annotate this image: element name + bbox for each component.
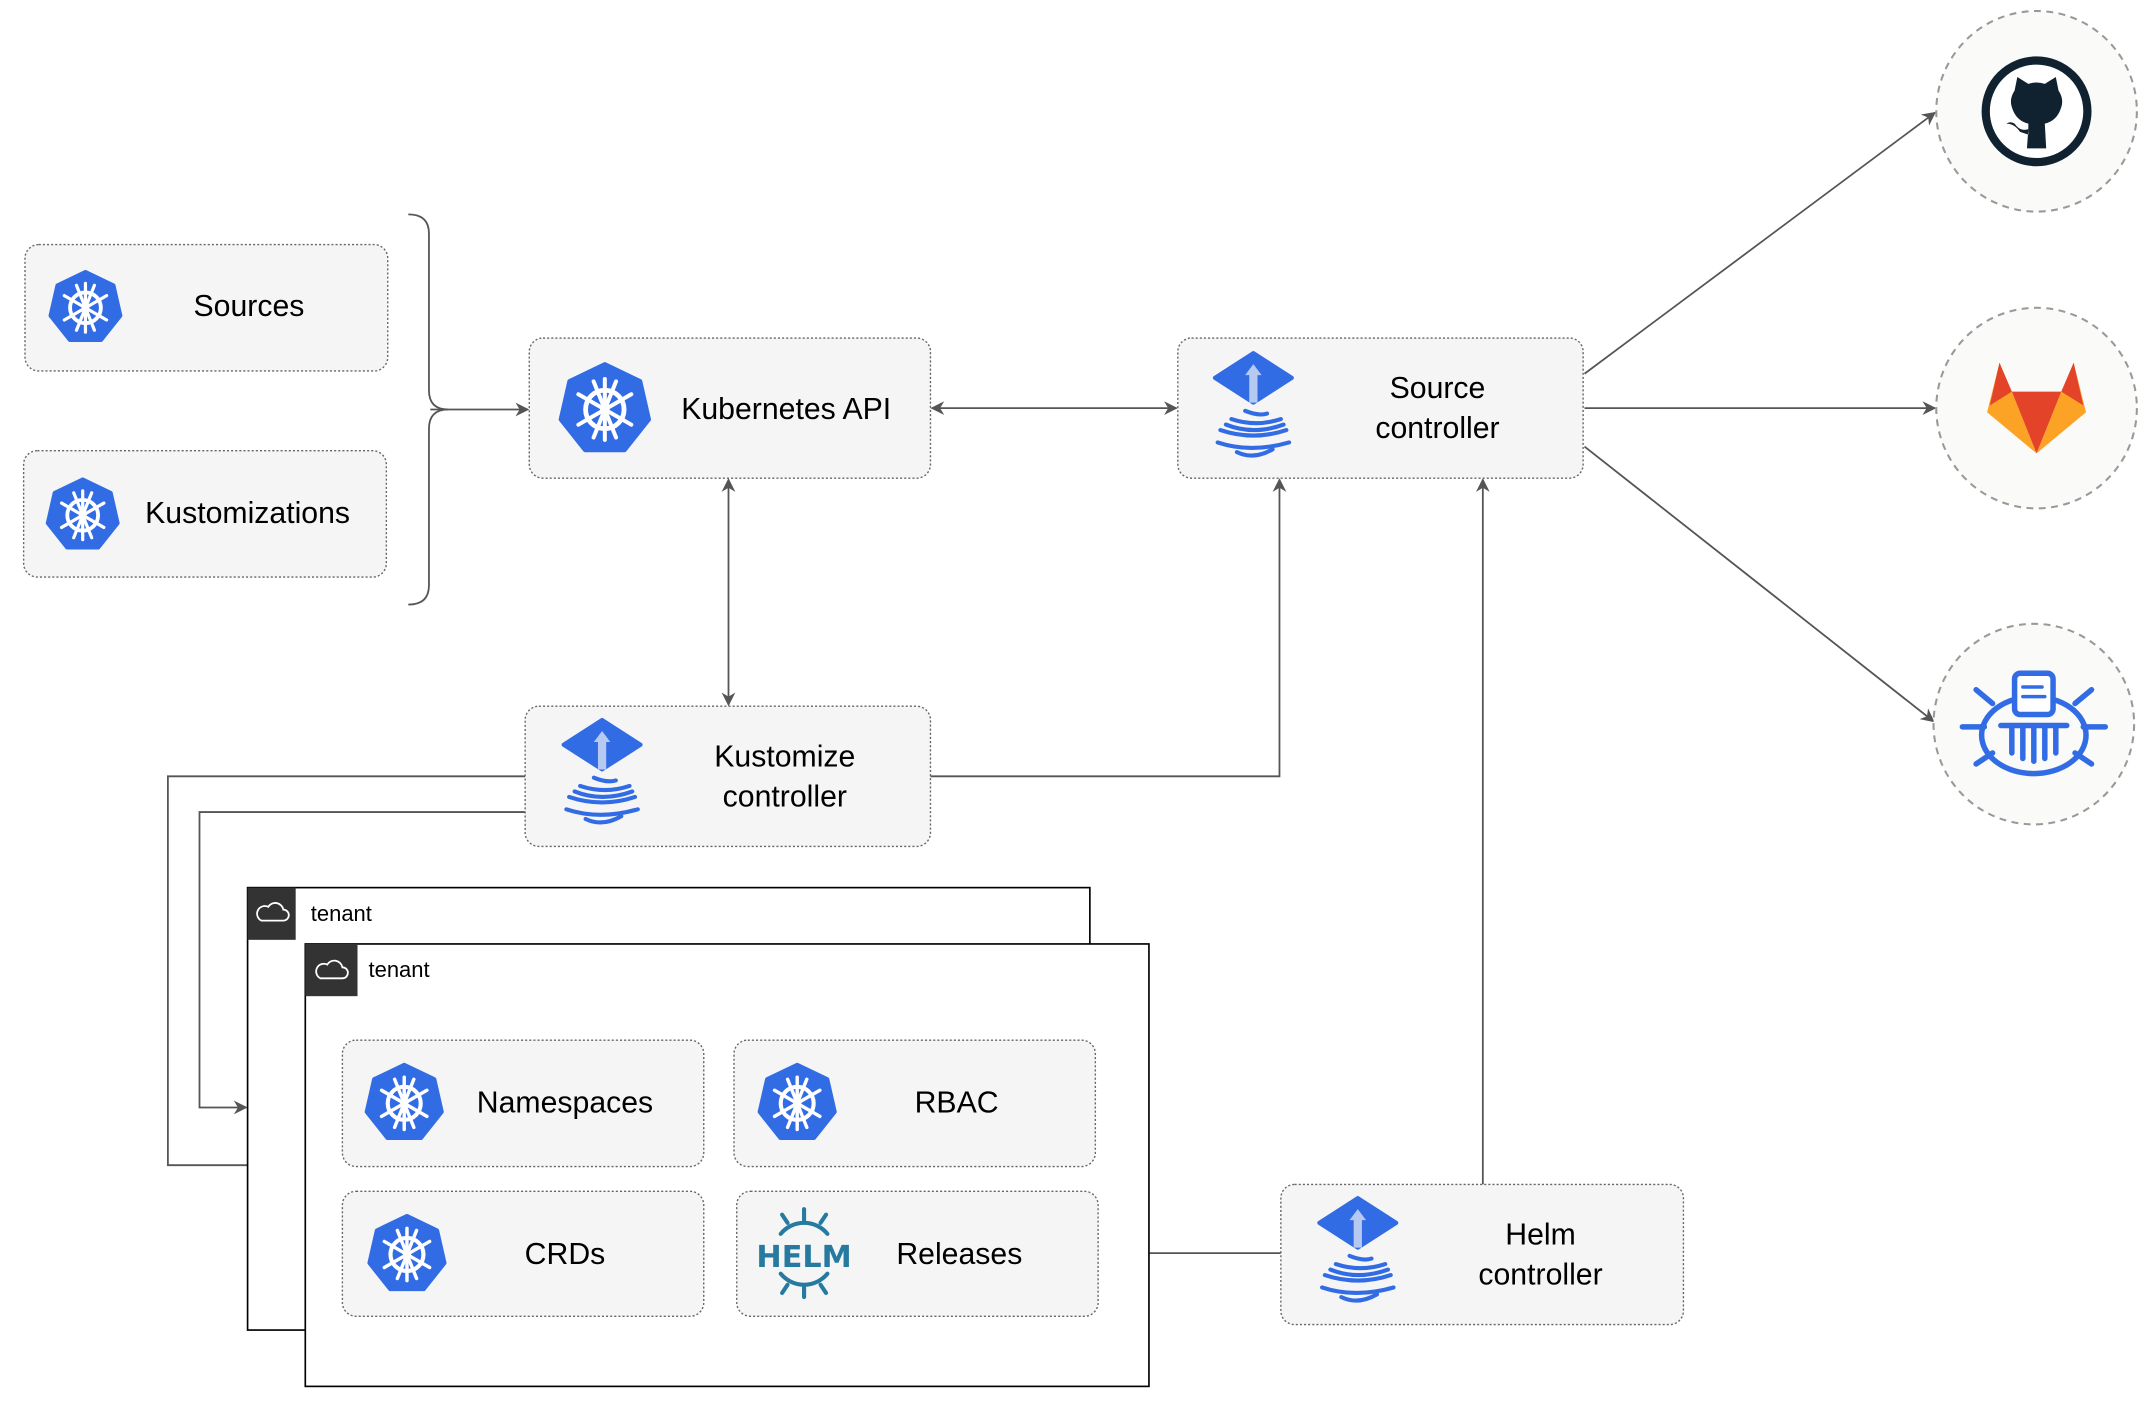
helm-controller-node[interactable]: Helm controller: [1280, 1183, 1685, 1326]
helm-controller-label-line1: Helm: [1505, 1219, 1576, 1252]
kubernetes-icon: [369, 1216, 444, 1289]
bucket-icon: [1959, 670, 2109, 777]
gitlab-icon: [1987, 362, 2087, 454]
kubernetes-icon: [45, 477, 120, 550]
namespaces-node[interactable]: Namespaces: [341, 1039, 705, 1168]
kustomizations-label: Kustomizations: [145, 497, 350, 530]
github-source[interactable]: [1935, 9, 2138, 213]
bucket-source[interactable]: [1932, 622, 2136, 826]
helm-controller-label-line2: controller: [1478, 1258, 1602, 1291]
kubernetes-icon: [367, 1065, 442, 1138]
edge-kustomize-to-tenant-front: [166, 775, 526, 1173]
rbac-node[interactable]: RBAC: [733, 1039, 1097, 1168]
sources-label: Sources: [194, 290, 305, 323]
svg-text:HELM: HELM: [756, 1240, 851, 1275]
kubernetes-api-node[interactable]: Kubernetes API: [528, 337, 932, 479]
kubernetes-icon: [561, 365, 649, 450]
kustomize-controller-label-line1: Kustomize: [714, 740, 855, 773]
edge-kustomize-to-tenant-back: [198, 811, 526, 1115]
gitlab-source[interactable]: [1935, 306, 2138, 510]
source-controller-node[interactable]: Source controller: [1177, 337, 1584, 479]
rbac-label: RBAC: [915, 1087, 999, 1120]
sources-node[interactable]: Sources: [24, 243, 389, 372]
releases-label: Releases: [896, 1238, 1022, 1271]
crds-node[interactable]: CRDs: [341, 1190, 705, 1318]
helm-icon: HELM: [756, 1207, 852, 1300]
kustomizations-node[interactable]: Kustomizations: [22, 449, 388, 578]
namespaces-label: Namespaces: [477, 1087, 653, 1120]
releases-node[interactable]: HELM Releases: [736, 1190, 1099, 1318]
kubernetes-icon: [760, 1065, 835, 1138]
source-controller-label-line2: controller: [1375, 412, 1499, 445]
kubernetes-icon: [48, 269, 123, 343]
kustomize-controller-label-line2: controller: [723, 780, 847, 813]
kustomize-controller-node[interactable]: Kustomize controller: [524, 705, 932, 848]
edge-source-to-github: [1583, 111, 1936, 375]
cloud-icon: [315, 959, 349, 980]
github-icon: [1981, 56, 2092, 167]
kubernetes-api-label: Kubernetes API: [681, 393, 891, 426]
tenant-label: tenant: [369, 957, 430, 982]
crds-label: CRDs: [525, 1238, 606, 1271]
edge-kustomize-to-source: [930, 478, 1287, 778]
source-controller-label-line1: Source: [1390, 372, 1486, 405]
tenant-label: tenant: [311, 901, 372, 926]
edge-source-to-bucket: [1583, 445, 1935, 723]
cloud-icon: [256, 902, 290, 922]
